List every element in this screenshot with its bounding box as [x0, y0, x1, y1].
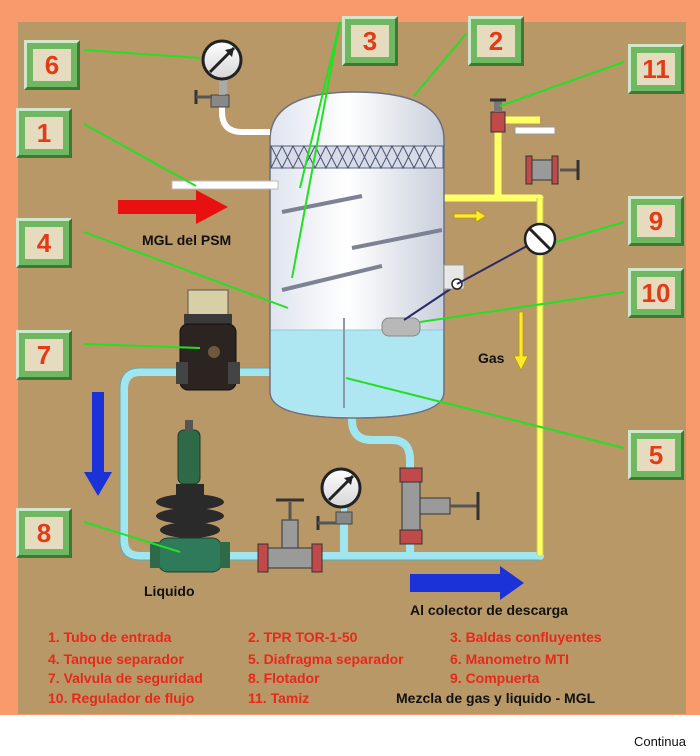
legend-item-3: 3. Baldas confluyentes: [450, 629, 602, 645]
liquid-valve-vertical: [399, 467, 480, 545]
badge-11: 11: [628, 44, 684, 94]
gas-valve-upper: [490, 98, 556, 135]
gas-arrows: [453, 209, 529, 371]
liquid-down-arrow: [84, 392, 112, 496]
pressure-gauge-6: [201, 39, 243, 81]
legend-item-9: 9. Compuerta: [450, 670, 540, 686]
inlet-arrow: [118, 190, 228, 224]
safety-valve: [176, 289, 240, 391]
badge-4: 4: [16, 218, 72, 268]
pressure-gauge-liquid: [316, 467, 362, 530]
badge-7: 7: [16, 330, 72, 380]
gas-label: Gas: [478, 350, 505, 366]
legend-item-6: 6. Manometro MTI: [450, 651, 570, 667]
legend-item-8: 8. Flotador: [248, 670, 320, 686]
badge-1: 1: [16, 108, 72, 158]
inlet-pipe: [171, 180, 279, 190]
continue-link[interactable]: Continua: [633, 734, 686, 749]
badge-5: 5: [628, 430, 684, 480]
legend-item-1: 1. Tubo de entrada: [48, 629, 172, 645]
gate-gauge-9: [456, 222, 557, 285]
inlet-label: MGL del PSM: [142, 232, 232, 248]
badge-3: 3: [342, 16, 398, 66]
legend-item-10: 10. Regulador de flujo: [48, 690, 195, 706]
legend-title: Mezcla de gas y liquido - MGL: [396, 690, 596, 706]
gas-valve-lower: [525, 155, 580, 185]
legend-item-2: 2. TPR TOR-1-50: [248, 629, 358, 645]
separator-tank: [269, 91, 465, 419]
badge-6: 6: [24, 40, 80, 90]
outlet-label: Al colector de descarga: [410, 602, 568, 618]
legend-item-5: 5. Diafragma separador: [248, 651, 404, 667]
legend-item-11: 11. Tamiz: [248, 690, 310, 706]
badge-8: 8: [16, 508, 72, 558]
badge-10: 10: [628, 268, 684, 318]
legend-item-4: 4. Tanque separador: [48, 651, 184, 667]
legend-item-7: 7. Valvula de seguridad: [48, 670, 203, 686]
flow-regulator: [150, 420, 230, 573]
badge-2: 2: [468, 16, 524, 66]
liquid-label: Liquido: [144, 583, 195, 599]
pointer-lines: [83, 21, 625, 553]
liquid-valve-horizontal: [257, 498, 323, 573]
gauge-6-line: [194, 80, 270, 135]
liquid-piping: [120, 368, 544, 560]
badge-9: 9: [628, 196, 684, 246]
outlet-arrow: [410, 566, 524, 600]
